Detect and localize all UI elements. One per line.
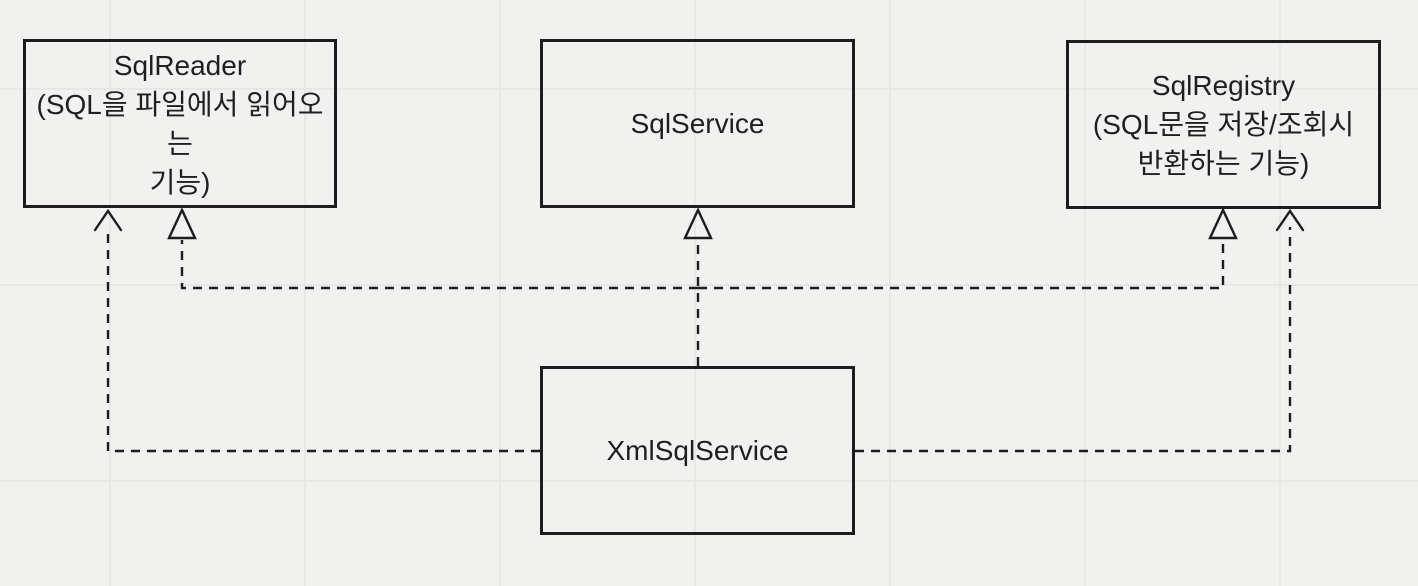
- edge-realization-sqlreader[interactable]: [180, 240, 698, 290]
- class-title: XmlSqlService: [606, 435, 789, 466]
- class-subtitle-line: (SQL을 파일에서 읽어오는: [36, 88, 324, 159]
- hollow-triangle-arrowhead-icon: [167, 207, 197, 240]
- edge-dependency-sqlregistry[interactable]: [855, 227, 1292, 453]
- edge-dependency-sqlreader[interactable]: [106, 227, 540, 453]
- class-subtitle-line: 기능): [149, 166, 211, 198]
- class-subtitle-line: 반환하는 기능): [1137, 148, 1310, 179]
- hollow-triangle-arrowhead-icon: [683, 207, 713, 240]
- class-title: SqlRegistry: [1151, 70, 1296, 101]
- edge-realization-sqlregistry[interactable]: [698, 240, 1225, 290]
- open-arrowhead-icon: [1275, 208, 1305, 232]
- class-box-sqlreader[interactable]: SqlReader (SQL을 파일에서 읽어오는 기능): [23, 39, 337, 208]
- class-title: SqlReader: [113, 49, 247, 81]
- hollow-triangle-arrowhead-icon: [1208, 207, 1238, 240]
- open-arrowhead-icon: [93, 208, 123, 232]
- class-box-sqlregistry[interactable]: SqlRegistry (SQL문을 저장/조회시 반환하는 기능): [1066, 40, 1381, 209]
- class-subtitle-line: (SQL문을 저장/조회시: [1092, 109, 1355, 140]
- class-box-sqlservice[interactable]: SqlService: [540, 39, 855, 208]
- class-title: SqlService: [630, 108, 765, 139]
- class-box-xmlsqlservice[interactable]: XmlSqlService: [540, 366, 855, 535]
